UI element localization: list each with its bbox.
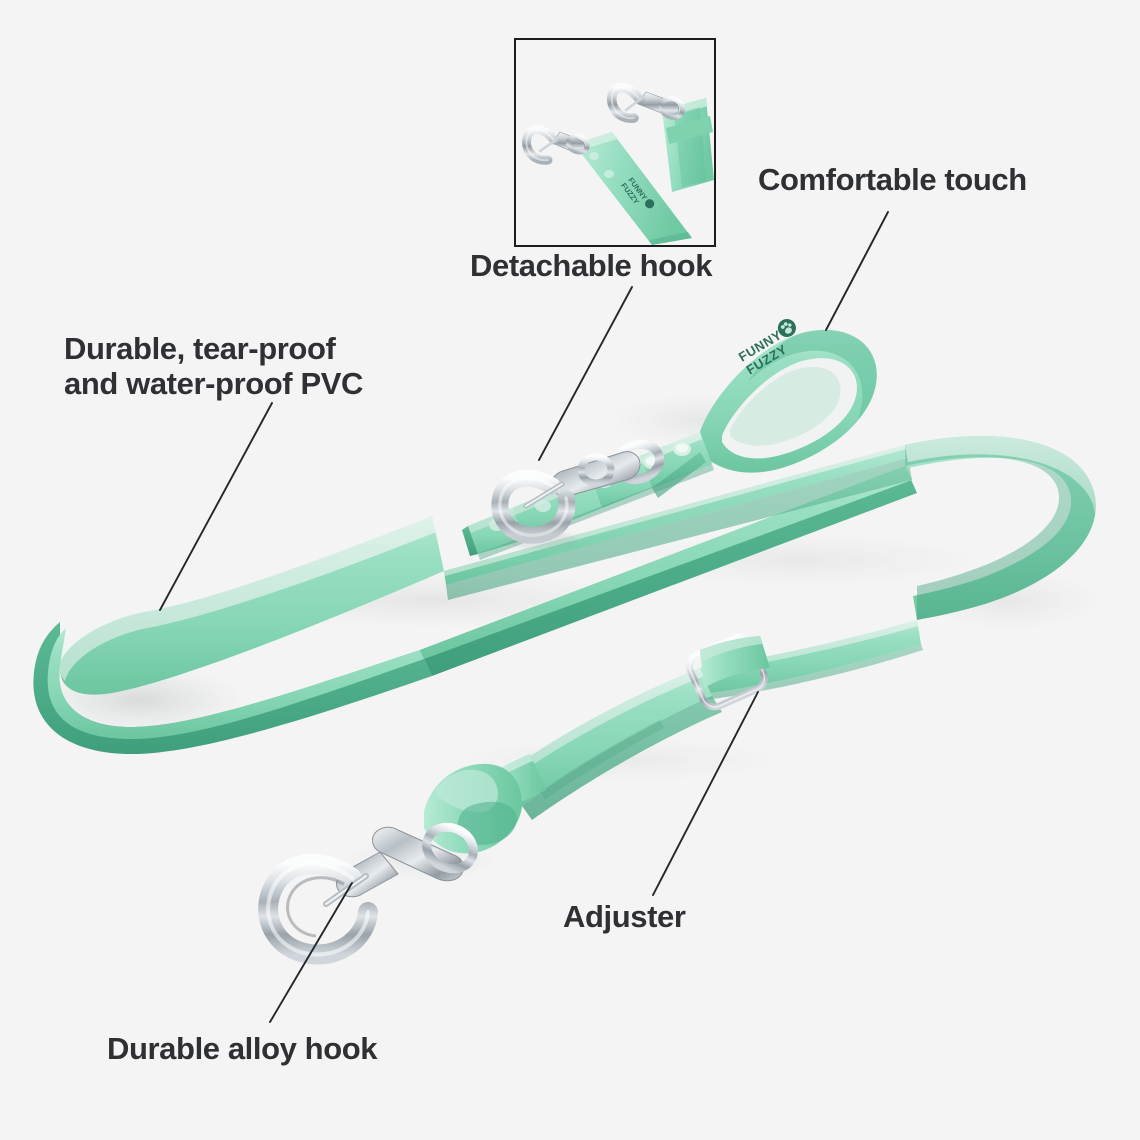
durable-alloy-hook <box>258 822 478 965</box>
inset-left-hook <box>521 124 591 165</box>
annotation-lines <box>159 211 889 1023</box>
inset-illustration: FUNNY FUZZY <box>516 40 714 245</box>
annotation-label-durable-alloy-hook: Durable alloy hook <box>107 1031 378 1066</box>
detachable-hook-inset: FUNNY FUZZY <box>514 38 716 247</box>
inset-right-hook <box>607 82 686 123</box>
detachable-hook <box>491 439 665 549</box>
inset-paw-icon <box>645 199 655 209</box>
paw-icon <box>777 319 796 338</box>
leader-line-durable-pvc <box>159 402 273 611</box>
leader-line-durable-alloy-hook <box>269 882 353 1023</box>
adjuster-buckle <box>686 633 770 711</box>
leader-line-detachable-hook <box>538 286 633 461</box>
leash-handle-assembly: FUNNY FUZZY <box>462 319 877 560</box>
leader-line-comfortable-touch <box>825 211 889 331</box>
annotation-label-comfortable-touch: Comfortable touch <box>758 162 1027 197</box>
annotation-label-durable-pvc: Durable, tear-proof and water-proof PVC <box>64 331 363 401</box>
leash-lower-branch <box>258 633 770 965</box>
annotation-label-detachable-hook: Detachable hook <box>470 248 713 283</box>
annotation-label-adjuster: Adjuster <box>563 899 686 934</box>
leader-line-adjuster <box>652 691 759 896</box>
